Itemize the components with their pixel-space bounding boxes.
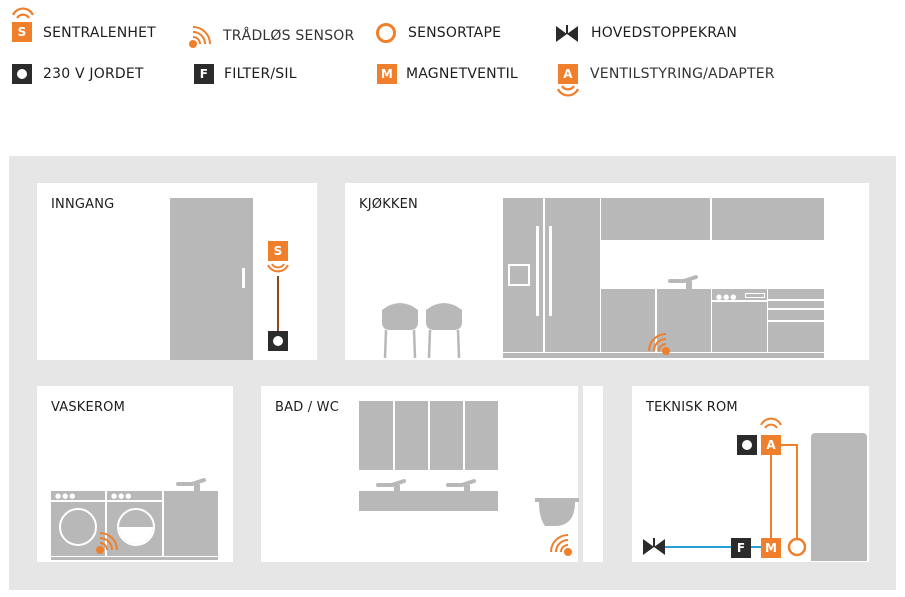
- wifi-down-icon: [557, 85, 579, 97]
- legend-label: MAGNETVENTIL: [406, 66, 518, 82]
- socket-icon: [737, 435, 757, 455]
- kitchen-plinth: [503, 353, 824, 358]
- dishwasher-panel-line: [712, 300, 767, 302]
- legend-label: SENTRALENHET: [43, 25, 156, 41]
- adapter-icon: A: [558, 64, 578, 84]
- laundry-cabinet: [164, 491, 218, 556]
- lower-cabinet: [657, 289, 711, 352]
- socket-icon: [12, 64, 32, 84]
- valve-icon: [556, 25, 578, 42]
- room-label-kitchen: KJØKKEN: [359, 197, 418, 212]
- dishwasher-buttons: ●●●: [716, 293, 738, 301]
- room-label-laundry: VASKEROM: [51, 400, 126, 415]
- wireless-sensor-icon: [550, 534, 572, 556]
- toilet: [535, 498, 579, 526]
- legend-label: TRÅDLØS SENSOR: [223, 28, 355, 44]
- wifi-icon: [12, 7, 34, 19]
- dishwasher: [712, 289, 767, 352]
- laundry-faucet: [176, 478, 206, 494]
- wifi-icon: [760, 417, 782, 429]
- dishwasher-display: [745, 293, 765, 298]
- fridge-handle: [549, 226, 552, 316]
- kitchen-faucet: [668, 275, 698, 293]
- fridge-handle: [536, 226, 539, 316]
- power-cable: [277, 276, 279, 332]
- washer-door: [59, 508, 97, 546]
- filter-icon: F: [194, 64, 214, 84]
- mirror-divider: [463, 401, 465, 470]
- ice-dispenser: [508, 264, 530, 286]
- room-label-entrance: INNGANG: [51, 197, 115, 212]
- legend-label: FILTER/SIL: [224, 66, 297, 82]
- sensor-tape-icon: [376, 23, 396, 43]
- upper-cabinet: [601, 198, 710, 240]
- drawer-line: [768, 308, 824, 310]
- central-unit-icon: S: [268, 241, 288, 261]
- appliance-panel-line: [51, 500, 162, 502]
- water-heater: [811, 433, 867, 561]
- door: [170, 198, 253, 360]
- magnet-valve-icon: M: [377, 64, 397, 84]
- legend-label: VENTILSTYRING/ADAPTER: [590, 66, 775, 82]
- bath-faucet: [376, 479, 406, 493]
- dryer-door: [117, 508, 155, 546]
- drawer-line: [768, 299, 824, 301]
- room-label-technical: TEKNISK ROM: [646, 400, 738, 415]
- socket-icon: [268, 331, 288, 351]
- drawer-line: [768, 320, 824, 322]
- water-pipe: [664, 546, 734, 548]
- water-pipe: [750, 546, 762, 548]
- central-unit-icon: S: [12, 22, 32, 42]
- laundry-plinth: [51, 557, 218, 560]
- mirror-divider: [428, 401, 430, 470]
- fridge-split: [543, 198, 545, 352]
- room-label-bathroom: BAD / WC: [275, 400, 339, 415]
- orange-wire: [781, 444, 798, 446]
- door-handle: [242, 268, 245, 288]
- mirror-divider: [393, 401, 395, 470]
- orange-wire: [770, 455, 772, 539]
- wireless-sensor-icon: [189, 26, 211, 48]
- legend-label: SENSORTAPE: [408, 25, 502, 41]
- chair: [426, 303, 462, 359]
- sensor-tape-icon: [787, 537, 807, 557]
- filter-icon: F: [731, 538, 751, 558]
- appliance-buttons: ●●●: [55, 492, 77, 500]
- chair: [382, 303, 418, 359]
- adapter-icon: A: [761, 435, 781, 455]
- lower-cabinet: [601, 289, 655, 352]
- wifi-down-icon: [267, 263, 289, 273]
- appliance-buttons: ●●●: [111, 492, 133, 500]
- legend-label: 230 V JORDET: [43, 66, 144, 82]
- legend-label: HOVEDSTOPPEKRAN: [591, 25, 738, 41]
- orange-wire: [796, 444, 798, 538]
- bathroom-partition: [578, 386, 583, 562]
- upper-cabinet: [712, 198, 824, 240]
- bath-faucet: [446, 479, 476, 493]
- sink-counter: [359, 491, 498, 511]
- valve-icon: [643, 538, 665, 555]
- wireless-sensor-icon: [648, 333, 670, 355]
- magnet-valve-icon: M: [761, 538, 781, 558]
- wireless-sensor-icon: [96, 532, 118, 554]
